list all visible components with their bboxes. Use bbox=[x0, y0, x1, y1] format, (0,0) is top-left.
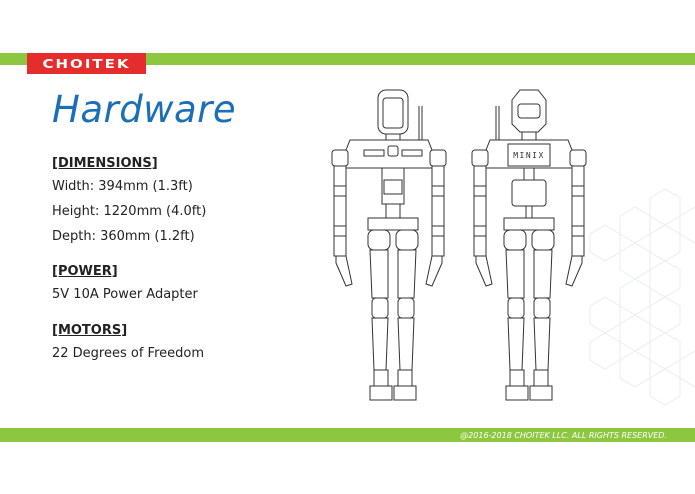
dimensions-heading: [DIMENSIONS] bbox=[52, 156, 158, 171]
top-accent-bar bbox=[0, 53, 695, 65]
motors-spec: 22 Degrees of Freedom bbox=[52, 346, 205, 361]
motors-heading: [MOTORS] bbox=[52, 323, 128, 338]
logo-text: CHOITEK bbox=[42, 56, 131, 71]
slide-title: Hardware bbox=[52, 88, 237, 131]
choitek-logo: CHOITEK bbox=[27, 53, 146, 74]
spec-list: [DIMENSIONS] Width: 394mm (1.3ft) Height… bbox=[52, 154, 312, 366]
power-heading: [POWER] bbox=[52, 264, 118, 279]
power-spec: 5V 10A Power Adapter bbox=[52, 287, 198, 302]
hexagon-background-pattern bbox=[589, 188, 695, 406]
robot-back-view-drawing: MINIX bbox=[471, 89, 587, 401]
width-spec: Width: 394mm (1.3ft) bbox=[52, 179, 193, 194]
bottom-accent-bar bbox=[0, 428, 695, 442]
height-spec: Height: 1220mm (4.0ft) bbox=[52, 204, 207, 219]
robot-front-view-drawing bbox=[331, 89, 447, 401]
copyright-notice: @2016-2018 CHOITEK LLC. ALL RIGHTS RESER… bbox=[460, 431, 667, 440]
depth-spec: Depth: 360mm (1.2ft) bbox=[52, 229, 195, 244]
back-panel-label: MINIX bbox=[513, 151, 545, 160]
